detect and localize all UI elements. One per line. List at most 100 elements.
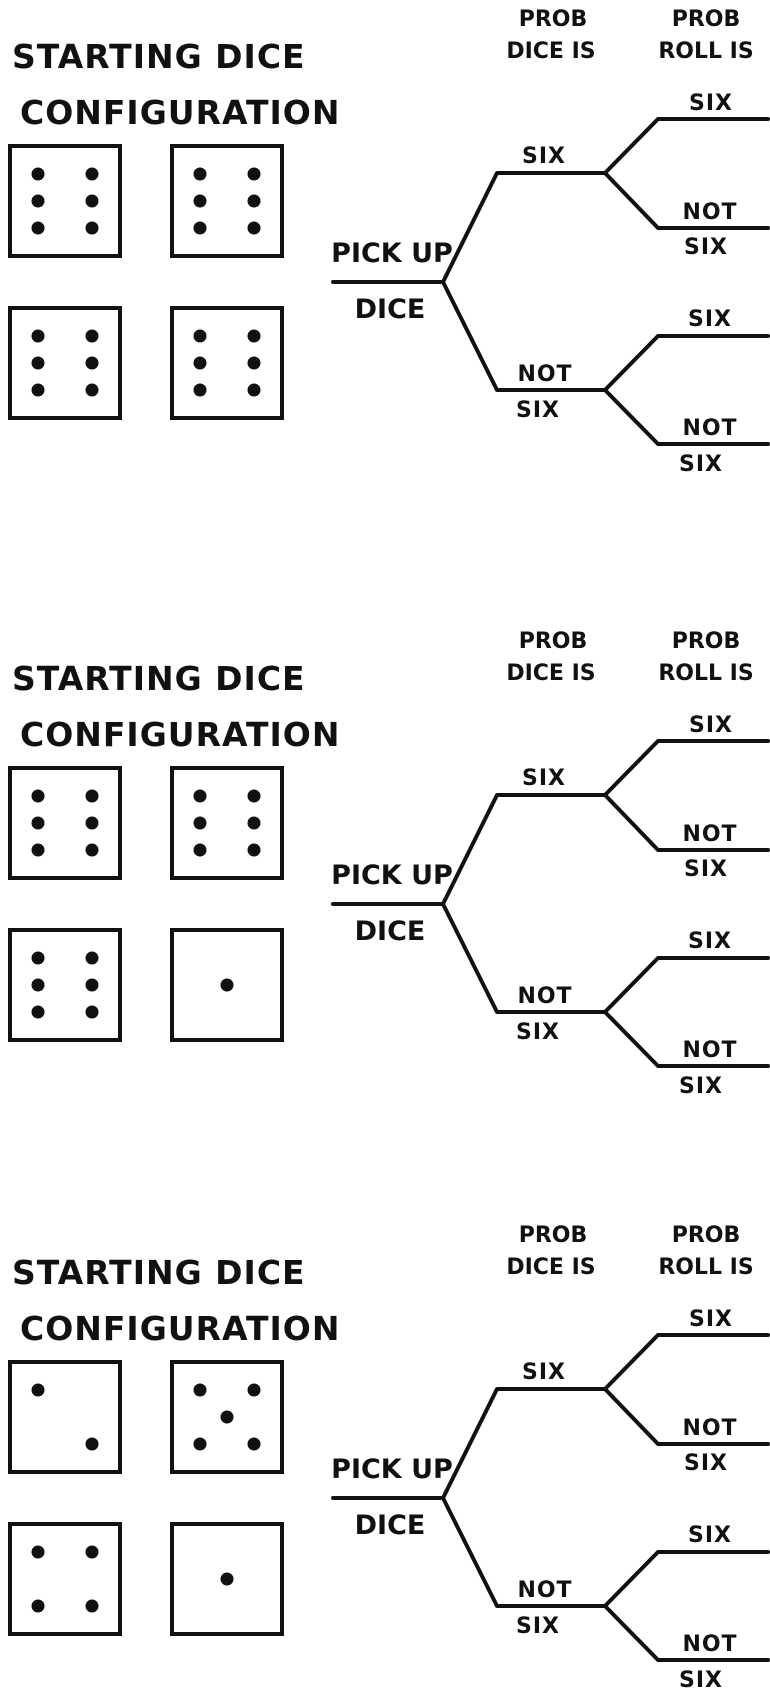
die-pip <box>193 194 207 208</box>
header-prob-roll-line-1: PROB <box>672 629 741 654</box>
header-prob-dice-line-2: DICE IS <box>506 661 595 686</box>
branch-label-not-six: SIX <box>516 1020 560 1045</box>
die-pip <box>85 1437 99 1451</box>
header-prob-roll-line-2: ROLL IS <box>658 39 753 64</box>
tree-branch-line <box>603 117 770 175</box>
die-pip <box>31 383 45 397</box>
die-pip <box>193 1437 207 1451</box>
die-pip <box>85 1005 99 1019</box>
die-pip <box>220 1572 234 1586</box>
die-pip <box>85 1545 99 1559</box>
branch-label-not: NOT <box>517 362 572 387</box>
die-pip <box>85 951 99 965</box>
tree-branch-line <box>603 956 770 1014</box>
die-pip <box>247 221 261 235</box>
die-3 <box>8 306 122 420</box>
root-label-pick-up: PICK UP <box>331 238 453 269</box>
die-pip <box>247 1383 261 1397</box>
die-pip <box>85 221 99 235</box>
leaf-label-six-2: SIX <box>688 1523 732 1548</box>
branch-label-not: NOT <box>517 984 572 1009</box>
die-face <box>170 144 284 258</box>
tree-branch-line <box>603 388 770 446</box>
die-2 <box>170 144 284 258</box>
die-pip <box>220 978 234 992</box>
die-pip <box>193 329 207 343</box>
die-pip <box>85 978 99 992</box>
leaf-label-not-1: NOT <box>682 1416 737 1441</box>
header-prob-dice-line-2: DICE IS <box>506 39 595 64</box>
die-pip <box>31 978 45 992</box>
die-2 <box>170 1360 284 1474</box>
leaf-label-not-2: NOT <box>682 416 737 441</box>
die-pip <box>85 329 99 343</box>
header-prob-dice-line-1: PROB <box>519 629 588 654</box>
die-pip <box>247 789 261 803</box>
leaf-label-not-1: NOT <box>682 200 737 225</box>
die-face <box>8 928 122 1042</box>
die-pip <box>247 194 261 208</box>
branch-label-not-six: SIX <box>516 1614 560 1639</box>
die-pip <box>85 1599 99 1613</box>
die-pip <box>247 1437 261 1451</box>
root-label-dice: DICE <box>355 294 426 325</box>
die-pip <box>193 383 207 397</box>
title-line-2: CONFIGURATION <box>20 93 340 132</box>
header-prob-dice-line-2: DICE IS <box>506 1255 595 1280</box>
title-line-1: STARTING DICE <box>12 1253 306 1292</box>
tree-branch-line <box>441 793 607 906</box>
leaf-label-not-six-1: SIX <box>684 235 728 260</box>
tree-branch-line <box>603 1604 770 1662</box>
header-prob-roll-line-1: PROB <box>672 1223 741 1248</box>
tree-branch-line <box>441 171 607 284</box>
die-pip <box>247 816 261 830</box>
die-pip <box>247 329 261 343</box>
leaf-label-six-2: SIX <box>688 307 732 332</box>
leaf-label-six-1: SIX <box>689 91 733 116</box>
die-pip <box>85 789 99 803</box>
root-label-pick-up: PICK UP <box>331 1454 453 1485</box>
leaf-label-six-1: SIX <box>689 713 733 738</box>
root-label-dice: DICE <box>355 1510 426 1541</box>
die-pip <box>31 1005 45 1019</box>
leaf-label-not-six-1: SIX <box>684 1451 728 1476</box>
die-3 <box>8 928 122 1042</box>
tree-branch-line <box>603 171 770 230</box>
leaf-label-not-2: NOT <box>682 1632 737 1657</box>
die-face <box>8 1360 122 1474</box>
die-pip <box>85 167 99 181</box>
die-pip <box>193 843 207 857</box>
header-prob-dice-line-1: PROB <box>519 7 588 32</box>
die-pip <box>247 383 261 397</box>
die-face <box>8 306 122 420</box>
tree-branch-line <box>603 1387 770 1446</box>
die-pip <box>220 1410 234 1424</box>
branch-label-not-six: SIX <box>516 398 560 423</box>
title-line-2: CONFIGURATION <box>20 1309 340 1348</box>
die-pip <box>193 356 207 370</box>
panel-3: STARTING DICE CONFIGURATION PROB DICE IS PRO… <box>8 1223 770 1693</box>
die-4 <box>170 928 284 1042</box>
die-pip <box>31 1545 45 1559</box>
branch-label-six: SIX <box>522 766 566 791</box>
die-pip <box>31 356 45 370</box>
leaf-label-not-six-2: SIX <box>679 452 723 477</box>
die-pip <box>193 167 207 181</box>
die-pip <box>193 1383 207 1397</box>
tree-branch-line <box>603 334 770 392</box>
leaf-label-six-2: SIX <box>688 929 732 954</box>
die-pip <box>31 789 45 803</box>
die-pip <box>85 843 99 857</box>
header-prob-dice-line-1: PROB <box>519 1223 588 1248</box>
die-1 <box>8 1360 122 1474</box>
die-face <box>170 306 284 420</box>
tree-branch-line <box>441 1496 607 1608</box>
branch-label-six: SIX <box>522 1360 566 1385</box>
die-pip <box>31 816 45 830</box>
die-pip <box>85 356 99 370</box>
die-pip <box>193 789 207 803</box>
die-pip <box>193 816 207 830</box>
leaf-label-not-six-1: SIX <box>684 857 728 882</box>
